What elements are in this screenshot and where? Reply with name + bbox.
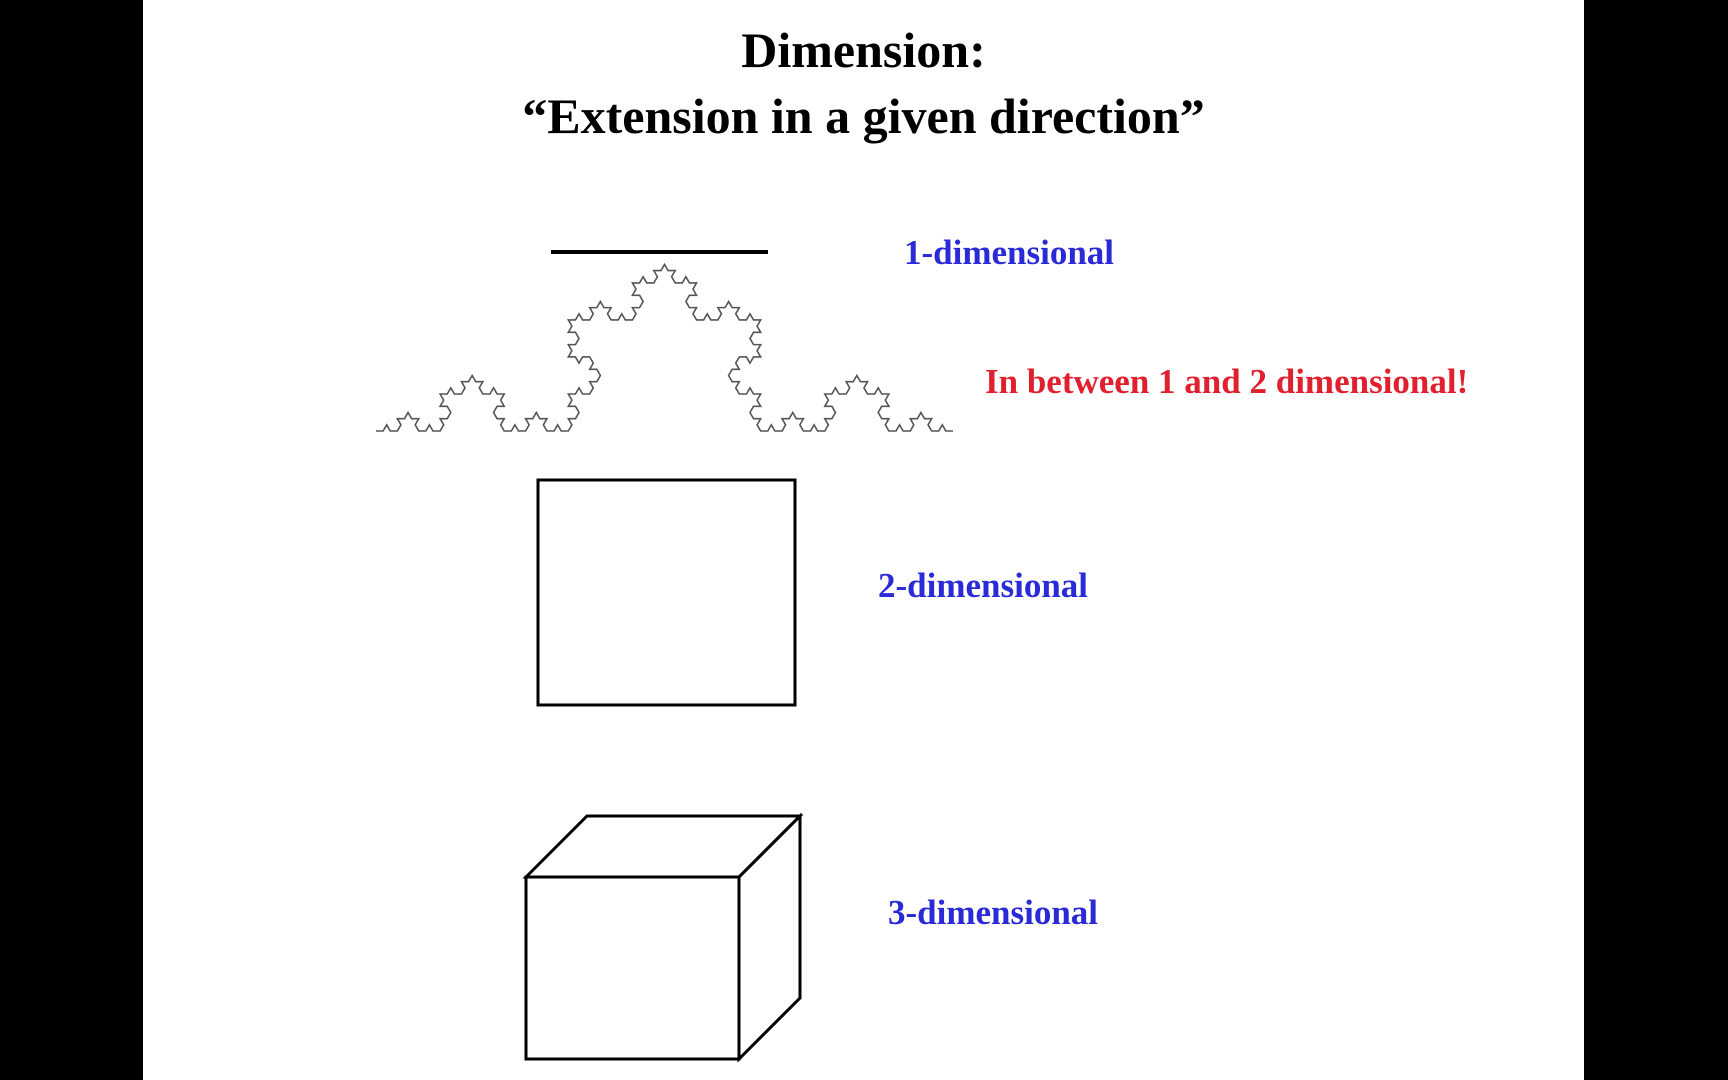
label-1-dimensional: 1-dimensional	[904, 233, 1115, 272]
label-3-dimensional: 3-dimensional	[888, 893, 1099, 932]
slide: Dimension: “Extension in a given directi…	[143, 0, 1584, 1080]
cube-side-face	[737, 812, 802, 1063]
cube-top-face	[522, 814, 804, 879]
koch-curve	[376, 262, 953, 432]
line-segment-figure	[551, 250, 768, 254]
square-figure	[536, 478, 797, 707]
koch-curve-figure	[376, 262, 953, 432]
cube-front-face	[524, 875, 741, 1061]
square	[536, 478, 797, 707]
slide-title: Dimension:	[741, 22, 986, 78]
slide-subtitle: “Extension in a given direction”	[522, 88, 1205, 144]
label-2-dimensional: 2-dimensional	[878, 566, 1089, 605]
cube-figure	[522, 812, 804, 1063]
label-fractal-dimension: In between 1 and 2 dimensional!	[985, 362, 1469, 401]
